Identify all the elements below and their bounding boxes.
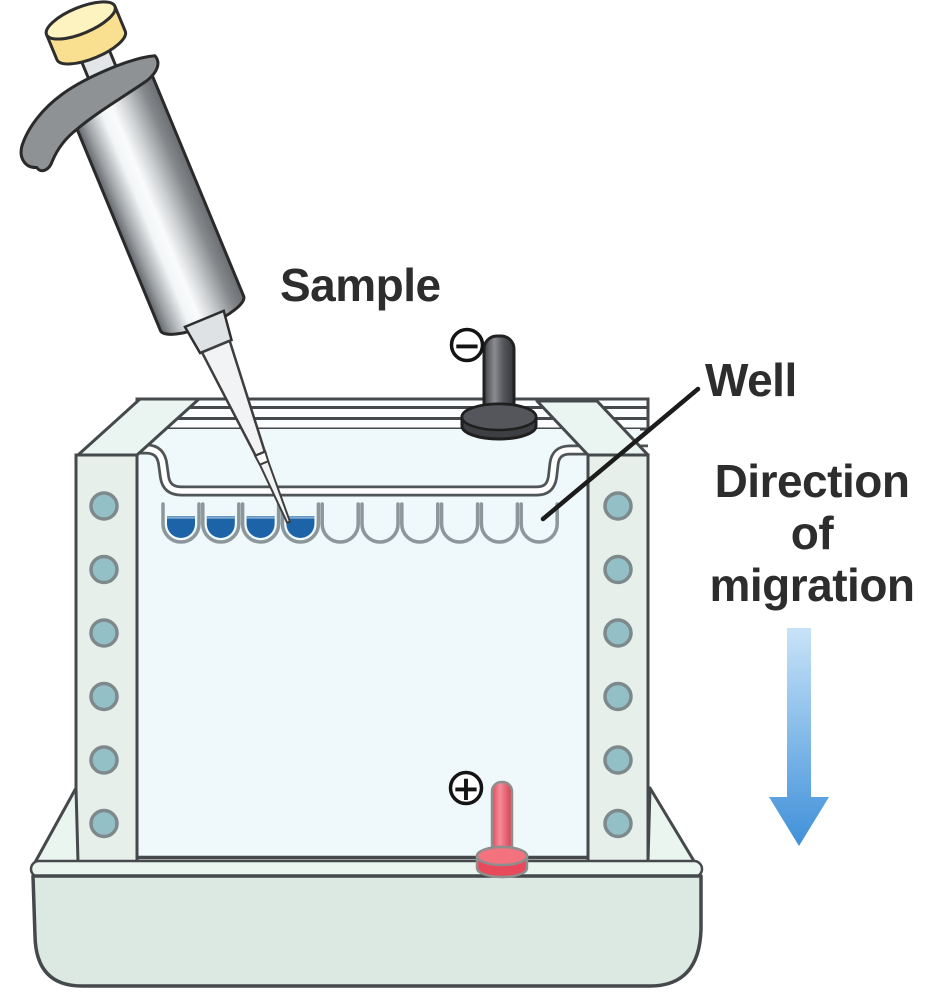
negative-electrode-base-top	[462, 404, 536, 430]
plus-symbol: +	[452, 769, 481, 809]
sample-label: Sample	[280, 259, 441, 311]
frame-hole	[605, 493, 631, 519]
direction-label-line1: Direction	[715, 455, 910, 507]
frame-hole	[91, 684, 117, 710]
direction-of-migration-label: Direction of migration	[709, 455, 914, 611]
well-label: Well	[705, 354, 797, 406]
tray-right-wall	[648, 788, 697, 866]
direction-label-line3: migration	[709, 559, 914, 611]
frame-hole	[605, 747, 631, 773]
frame-hole	[91, 557, 117, 583]
frame-hole	[605, 620, 631, 646]
frame-hole	[605, 557, 631, 583]
tray-left-wall	[33, 788, 78, 866]
gel-box	[76, 399, 650, 859]
tray-front	[33, 876, 701, 986]
direction-label-line2: of	[791, 507, 835, 559]
frame-hole	[91, 811, 117, 837]
positive-electrode-base-top	[477, 847, 527, 865]
frame-hole	[91, 620, 117, 646]
migration-direction-arrow	[769, 628, 829, 846]
frame-hole	[91, 747, 117, 773]
frame-hole	[91, 493, 117, 519]
minus-symbol: −	[453, 326, 482, 366]
negative-electrode: −	[452, 326, 537, 439]
frame-hole	[605, 684, 631, 710]
frame-hole	[605, 811, 631, 837]
